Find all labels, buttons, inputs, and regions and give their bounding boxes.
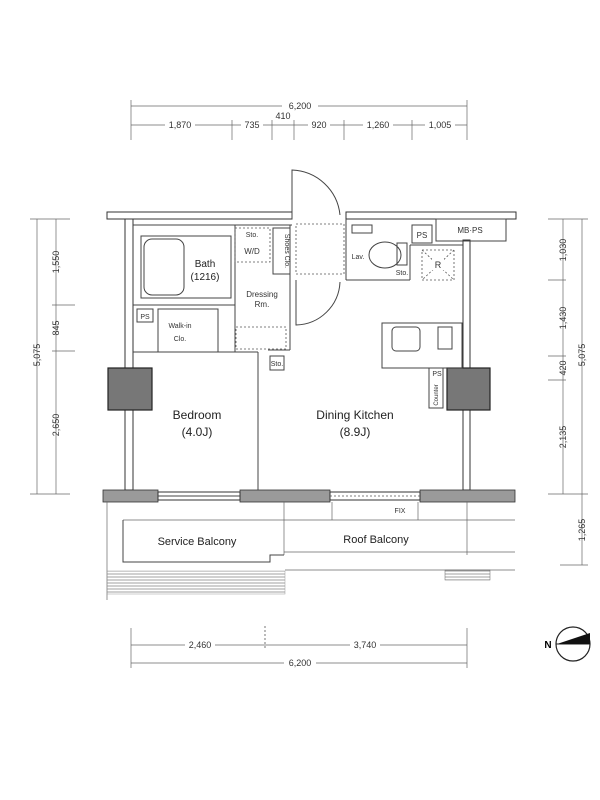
stove [437, 326, 453, 350]
balconies: FIX Service Balcony Roof Balcony [106, 502, 515, 600]
label-walk-in-closet-2: Clo. [174, 336, 187, 343]
dim-right-seg: 420 [558, 360, 568, 375]
label-pipe-space-top: PS [417, 231, 428, 240]
label-storage-3: Sto. [396, 270, 409, 277]
dim-right-seg: 1,030 [558, 239, 568, 262]
dim-right-balcony: 1,265 [577, 519, 587, 542]
dim-bottom-seg: 2,460 [189, 640, 212, 650]
label-pipe-space-right: PS [432, 371, 442, 378]
dim-top-seg: 410 [275, 111, 290, 121]
bottom-dimensions: 2,460 3,740 6,200 [130, 626, 468, 668]
dim-left-seg: 2,650 [51, 414, 61, 437]
interior-door-swing [295, 280, 341, 326]
label-dressing-room-2: Rm. [255, 300, 270, 309]
bathtub [143, 238, 185, 296]
entrance-door-swing [291, 169, 341, 219]
room-label-bath: Bath [195, 259, 216, 270]
dim-left-seg: 1,550 [51, 251, 61, 274]
label-mb-ps: MB·PS [457, 226, 482, 235]
label-storage: Sto. [246, 232, 259, 239]
dim-top-total: 6,200 [289, 101, 312, 111]
label-lavatory: Lav. [352, 254, 365, 261]
label-shoes-closet: Shoes Clo. [283, 234, 290, 268]
bath: Bath (1216) [140, 235, 232, 299]
dim-bottom-total: 6,200 [289, 658, 312, 668]
dim-top-seg: 735 [244, 120, 259, 130]
structural-column [107, 367, 153, 411]
label-service-balcony: Service Balcony [158, 536, 237, 548]
toilet [368, 241, 402, 269]
label-pipe-space: PS [140, 314, 150, 321]
label-fix-window: FIX [395, 508, 406, 515]
hatched-area [444, 569, 491, 581]
dim-top-seg: 920 [311, 120, 326, 130]
kitchen-counter: PS Counter [381, 322, 463, 409]
dim-top-seg: 1,260 [367, 120, 390, 130]
label-roof-balcony: Roof Balcony [343, 534, 409, 546]
sink [391, 326, 421, 352]
north-compass-icon: N [544, 626, 591, 662]
label-dressing-room: Dressing [246, 290, 278, 299]
label-walk-in-closet: Walk-in [168, 323, 191, 330]
room-label-bedroom: Bedroom [173, 408, 222, 422]
dim-bottom-seg: 3,740 [354, 640, 377, 650]
label-storage-2: Sto. [271, 361, 284, 368]
room-size-bedroom: (4.0J) [182, 425, 213, 439]
label-counter: Counter [434, 384, 440, 405]
dim-right-total: 5,075 [577, 344, 587, 367]
walls [102, 211, 517, 503]
dim-right-seg: 2,135 [558, 426, 568, 449]
compass-north-label: N [544, 640, 551, 651]
dim-left-seg: 845 [51, 320, 61, 335]
dim-right-seg: 1,430 [558, 307, 568, 330]
dim-top-seg: 1,870 [169, 120, 192, 130]
structural-column [446, 367, 491, 411]
hatched-area [106, 570, 286, 595]
label-washer-dryer: W/D [244, 247, 260, 256]
right-dimensions: 1,030 1,430 420 2,135 5,075 1,265 [548, 218, 588, 566]
dim-top-seg: 1,005 [429, 120, 452, 130]
dim-left-total: 5,075 [32, 344, 42, 367]
left-dimensions: 5,075 1,550 845 2,650 [30, 218, 75, 495]
room-size-bath: (1216) [191, 272, 220, 283]
top-dimensions: 6,200 1,870 735 410 920 1,260 1,005 [130, 100, 468, 140]
label-refrigerator: R [435, 260, 442, 270]
room-label-dining-kitchen: Dining Kitchen [316, 408, 393, 422]
room-size-dining-kitchen: (8.9J) [340, 425, 371, 439]
